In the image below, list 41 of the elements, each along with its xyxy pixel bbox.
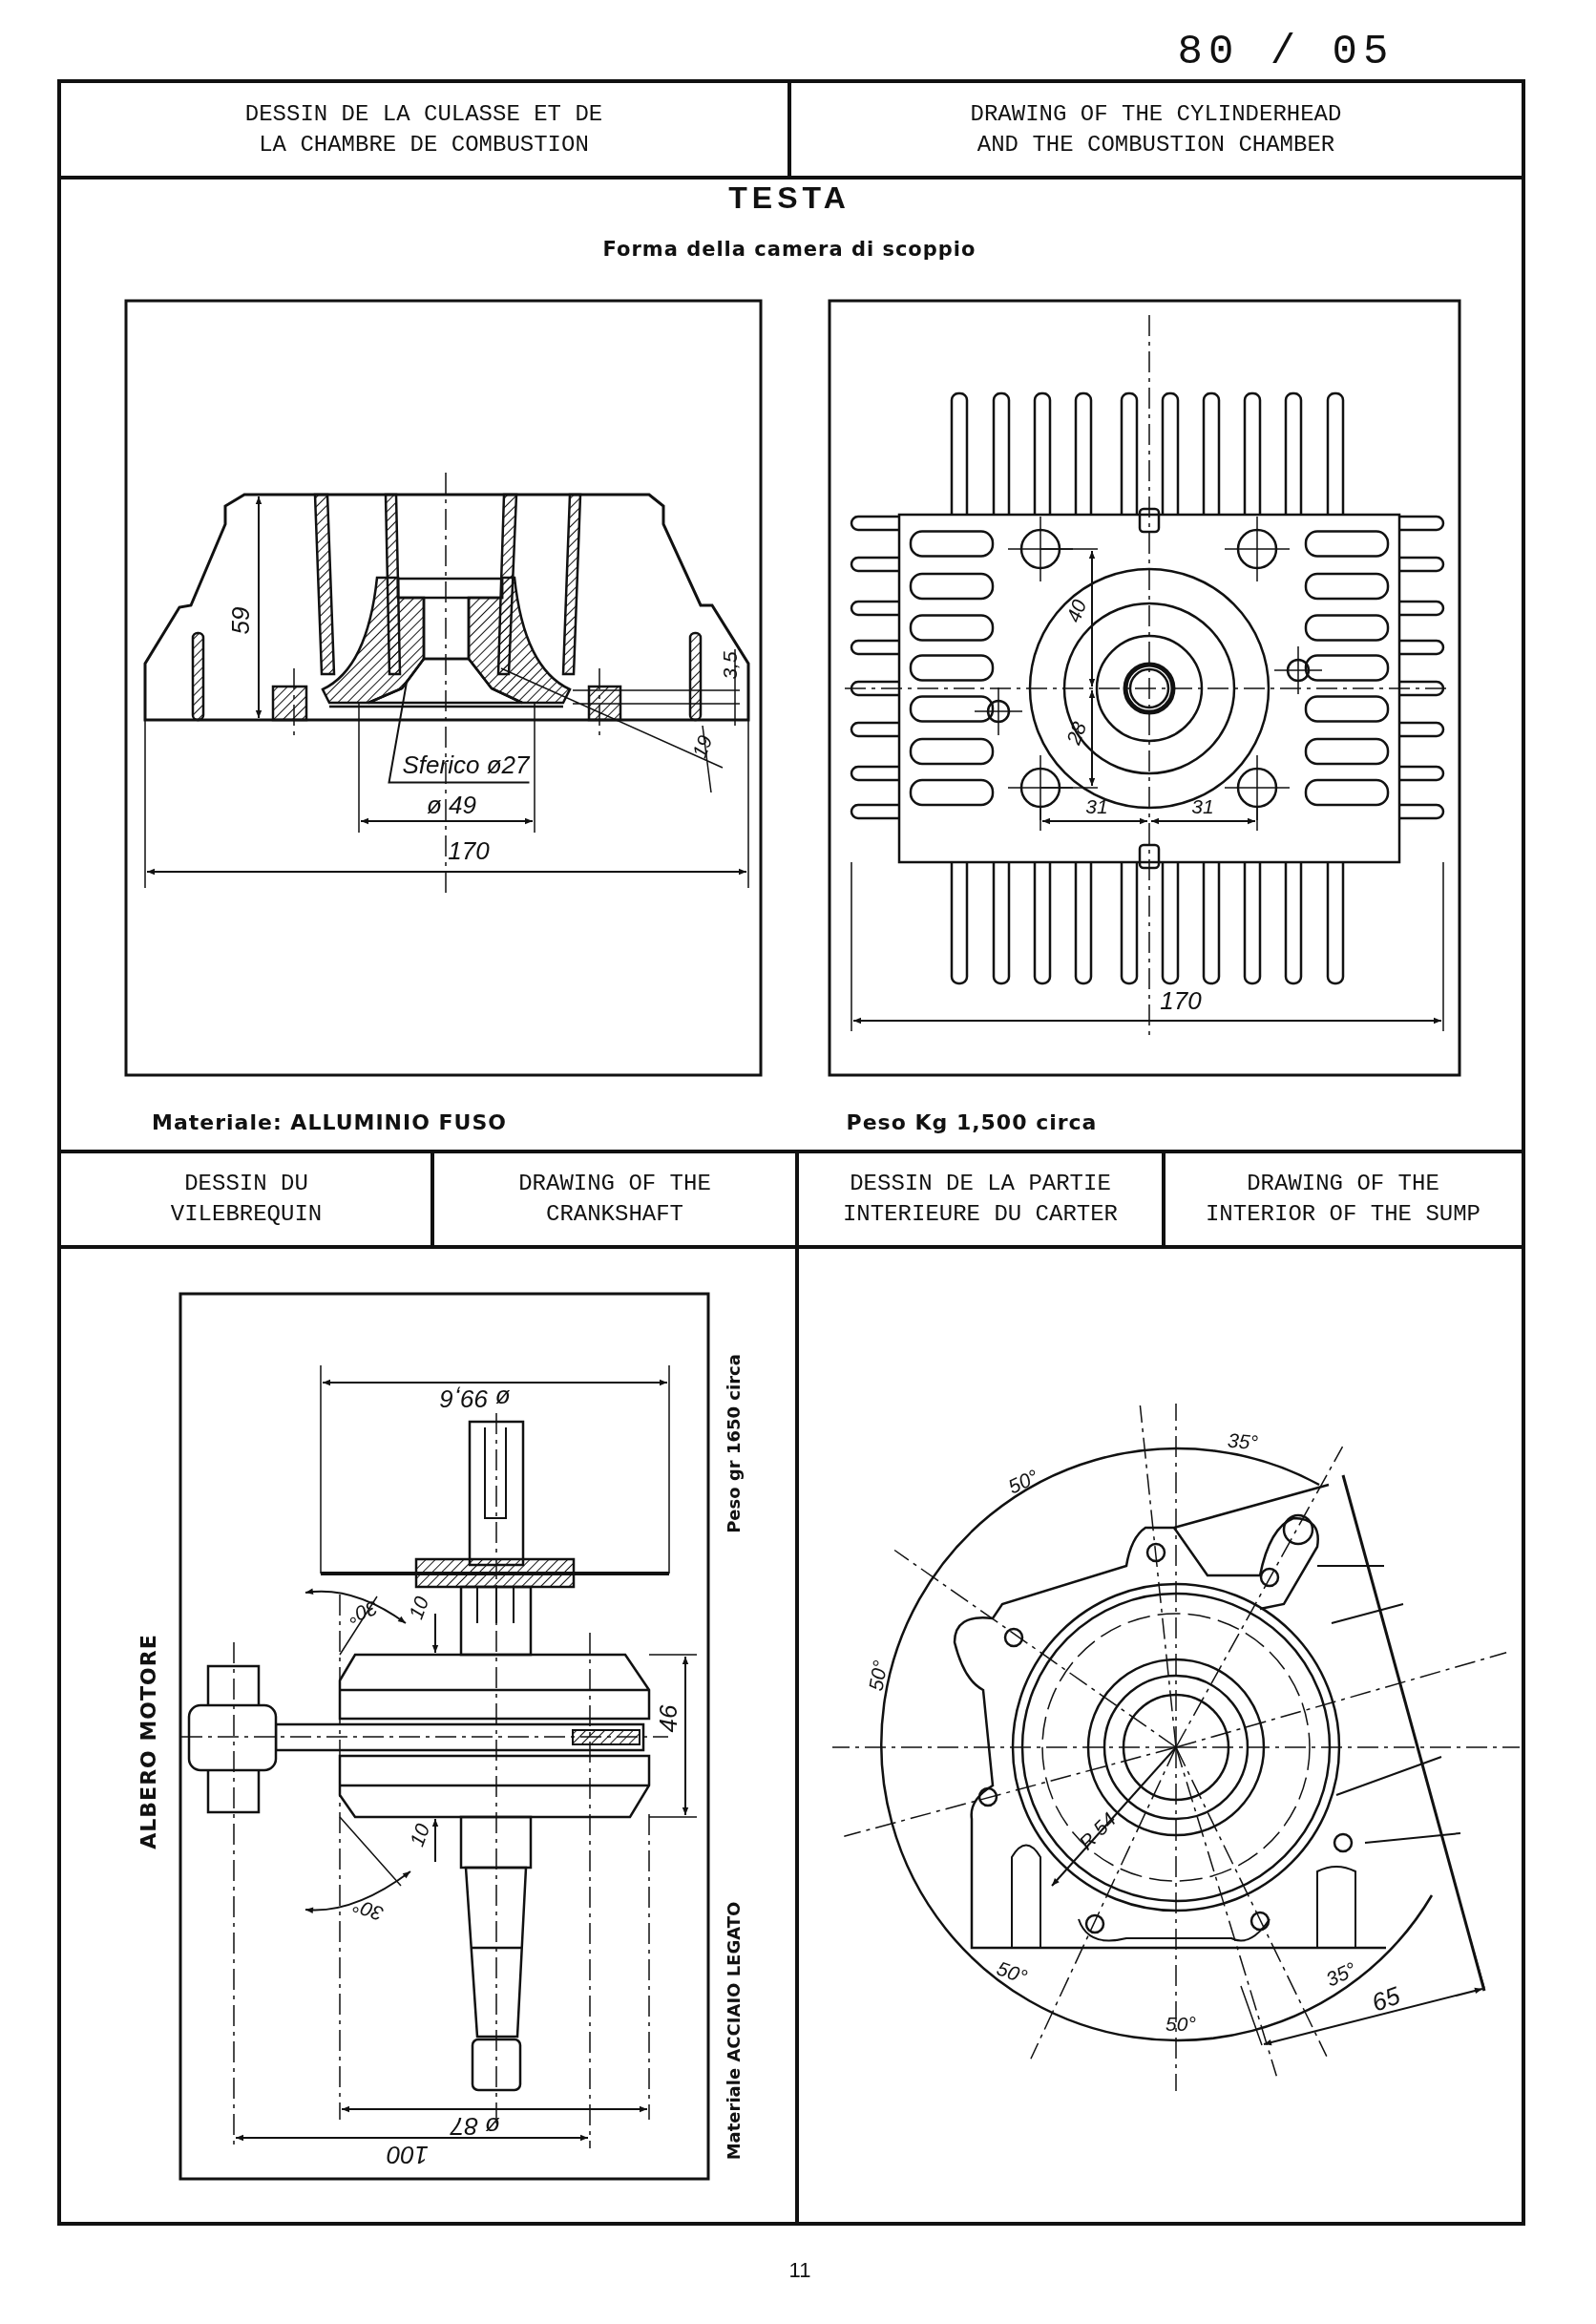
combustion-chamber-outline — [367, 657, 524, 705]
header-text: DRAWING OF THE CRANKSHAFT — [517, 1169, 712, 1229]
header-text: DESSIN DU VILEBREQUIN — [169, 1169, 324, 1229]
part-title: ALBERO MOTORE — [136, 1634, 160, 1849]
dimension-value: 59 — [225, 606, 256, 635]
sheet-number: 80 / 05 — [1177, 28, 1395, 75]
dimension-value: 10 — [404, 1593, 434, 1623]
header-text: DESSIN DE LA PARTIE INTERIEURE DU CARTER — [841, 1169, 1119, 1229]
header-text: DRAWING OF THE INTERIOR OF THE SUMP — [1204, 1169, 1481, 1229]
weight-note: Peso gr 1650 circa — [723, 1354, 744, 1533]
dimension-value: 46 — [653, 1704, 683, 1733]
dimension-value: 100 — [387, 2139, 429, 2169]
weight-note: Peso Kg 1,500 circa — [846, 1109, 1098, 1134]
dimension-value: 65 — [1368, 1980, 1404, 2018]
material-note: Materiale ACCIAIO LEGATO — [723, 1901, 744, 2161]
section-title: TESTA — [728, 180, 850, 216]
dimension-value: 31 — [1191, 795, 1214, 818]
dimension-value: 170 — [1160, 985, 1202, 1016]
dimension-value: 170 — [448, 835, 490, 866]
dimension-value: 50° — [1004, 1465, 1042, 1499]
material-note: Materiale: ALLUMINIO FUSO — [152, 1109, 507, 1134]
dimension-value: 50° — [864, 1658, 892, 1693]
subtitle: Forma della camera di scoppio — [602, 238, 976, 261]
dimension-value: 31 — [1085, 795, 1108, 818]
dimension-value: 35° — [1322, 1957, 1360, 1992]
dimension-value: ø 49 — [427, 790, 476, 820]
dimension-value: 3,5 — [719, 651, 742, 680]
leader-line — [388, 680, 531, 784]
callout-text: Sferico ø27 — [402, 750, 530, 780]
dimension-value: ø 99,6 — [440, 1383, 511, 1413]
header-text: DRAWING OF THE CYLINDERHEAD AND THE COMBUSTION CHAMBER — [969, 99, 1343, 159]
dimension-value: 50° — [993, 1956, 1031, 1989]
page-number: 11 — [788, 2258, 811, 2283]
dimension-value: 30° — [349, 1893, 388, 1926]
dimension-value: ø 87 — [451, 2110, 500, 2141]
dimension-value: 50° — [1166, 2013, 1196, 2036]
dimension-value: 35° — [1227, 1428, 1259, 1455]
dimension-value: 10 — [405, 1820, 435, 1850]
dimension-value: 19 — [687, 731, 718, 762]
header-text: DESSIN DE LA CULASSE ET DE LA CHAMBRE DE COMBUSTION — [243, 99, 604, 159]
dimension-value: 40 — [1061, 596, 1092, 626]
